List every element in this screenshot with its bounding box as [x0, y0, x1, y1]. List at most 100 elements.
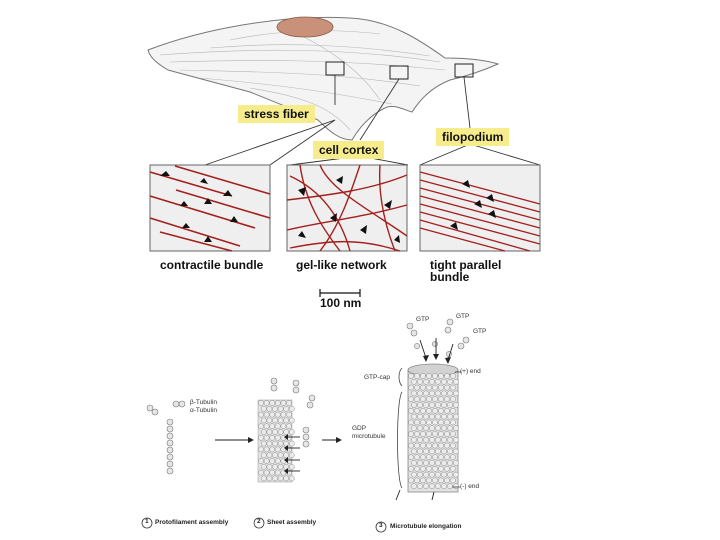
tubulin-subunit — [258, 434, 264, 441]
tubulin-subunit — [453, 378, 459, 385]
tubulin-subunit — [423, 436, 429, 443]
tubulin-subunit — [408, 454, 414, 461]
tubulin-subunit — [450, 396, 456, 403]
beta-tubulin-label: β-Tubulin — [190, 399, 217, 406]
minus-end-label: (-) end — [460, 483, 480, 490]
tubulin-subunit — [269, 469, 276, 476]
tubulin-subunit — [447, 460, 453, 466]
tubulin-subunit — [423, 448, 429, 455]
tubulin-subunit — [429, 425, 435, 432]
tubulin-subunit — [432, 373, 438, 379]
tubulin-subunit — [417, 471, 423, 478]
tubulin-subunit — [438, 396, 444, 403]
top-dimers — [406, 318, 470, 357]
tubulin-subunit — [414, 407, 420, 414]
tubulin-subunit — [423, 425, 429, 432]
tubulin-subunit — [411, 402, 417, 408]
tubulin-subunit — [258, 458, 264, 464]
tubulin-subunit — [411, 436, 417, 443]
tubulin-subunit — [426, 431, 432, 437]
tubulin-subunit — [429, 471, 435, 478]
caption-gel-like-network: gel-like network — [296, 258, 387, 272]
tubulin-subunit — [426, 477, 432, 484]
tubulin-subunit — [258, 469, 264, 476]
tubulin-subunit — [274, 411, 281, 418]
tubulin-subunit — [450, 419, 456, 426]
tubulin-subunit — [283, 429, 290, 435]
tubulin-subunit — [450, 442, 456, 449]
tubulin-subunit — [429, 402, 435, 408]
tubulin-subunit — [272, 463, 278, 470]
tubulin-subunit — [266, 463, 273, 470]
tubulin-subunit — [426, 442, 432, 449]
tubulin-subunit — [435, 436, 441, 443]
tubulin-subunit — [408, 442, 414, 449]
tubulin-subunit — [429, 448, 435, 455]
step-1-label: Protofilament assembly — [155, 519, 229, 526]
tubulin-subunit — [432, 407, 438, 414]
tubulin-subunit — [432, 419, 438, 426]
tubulin-subunit — [280, 411, 287, 418]
caption-contractile-bundle: contractile bundle — [160, 258, 264, 272]
tubulin-subunit — [423, 460, 429, 466]
tubulin-subunit — [417, 402, 423, 408]
tubulin-subunit — [432, 396, 438, 403]
incoming-dimers — [270, 377, 316, 448]
tubulin-subunit — [438, 477, 444, 484]
tubulin-subunit — [263, 400, 270, 406]
tubulin-subunit — [260, 417, 267, 424]
gdp-label: GDP — [352, 425, 367, 432]
tubulin-subunit — [277, 405, 284, 412]
tubulin-subunit — [266, 440, 273, 447]
tubulin-subunit — [423, 471, 429, 478]
tubulin-subunit — [266, 429, 273, 435]
tubulin-subunit — [444, 396, 450, 403]
tubulin-subunit — [417, 436, 423, 443]
tubulin-subunit — [438, 407, 444, 414]
tubulin-subunit — [450, 407, 456, 414]
tubulin-subunit — [414, 396, 420, 403]
tubulin-subunit — [258, 411, 264, 418]
tubulin-subunit — [420, 454, 426, 461]
tubulin-subunit — [432, 454, 438, 461]
tubulin-subunit — [288, 405, 295, 412]
tubulin-subunit — [408, 465, 414, 472]
tubulin-subunit — [269, 458, 276, 464]
tubulin-subunit — [453, 460, 459, 466]
tubulin-subunit — [411, 413, 417, 420]
tubulin-subunit — [411, 378, 417, 385]
top-arrowheads — [423, 354, 451, 364]
tubulin-subunit — [414, 373, 420, 379]
tubulin-subunit — [417, 448, 423, 455]
tubulin-subunit — [438, 373, 444, 379]
tubulin-subunit — [453, 402, 459, 408]
tubulin-subunit — [414, 442, 420, 449]
tubulin-subunit — [408, 477, 414, 484]
tubulin-subunit — [444, 454, 450, 461]
tubulin-subunit — [258, 400, 264, 406]
tubulin-subunit — [420, 431, 426, 437]
tubulin-subunit — [420, 442, 426, 449]
tubulin-subunit — [453, 390, 459, 397]
tubulin-subunit — [263, 423, 270, 430]
tubulin-subunit — [260, 405, 267, 412]
tubulin-subunit — [288, 475, 295, 482]
tubulin-subunit — [423, 402, 429, 408]
tubulin-subunit — [288, 463, 295, 470]
tubulin-subunit — [414, 454, 420, 461]
tubulin-subunit — [420, 384, 426, 391]
tubulin-subunit — [274, 469, 281, 476]
tubulin-subunit — [269, 400, 276, 406]
tubulin-subunit — [435, 425, 441, 432]
tubulin-subunit — [417, 460, 423, 466]
tubulin-subunit — [266, 417, 273, 424]
tubulin-subunit — [260, 452, 267, 459]
tubulin-subunit — [417, 390, 423, 397]
tubulin-subunit — [283, 440, 290, 447]
tubulin-subunit — [420, 373, 426, 379]
tubulin-subunit — [438, 465, 444, 472]
tubulin-subunit — [438, 454, 444, 461]
tubulin-subunit — [444, 373, 450, 379]
tubulin-subunit — [420, 477, 426, 484]
tubulin-subunit — [258, 446, 264, 453]
